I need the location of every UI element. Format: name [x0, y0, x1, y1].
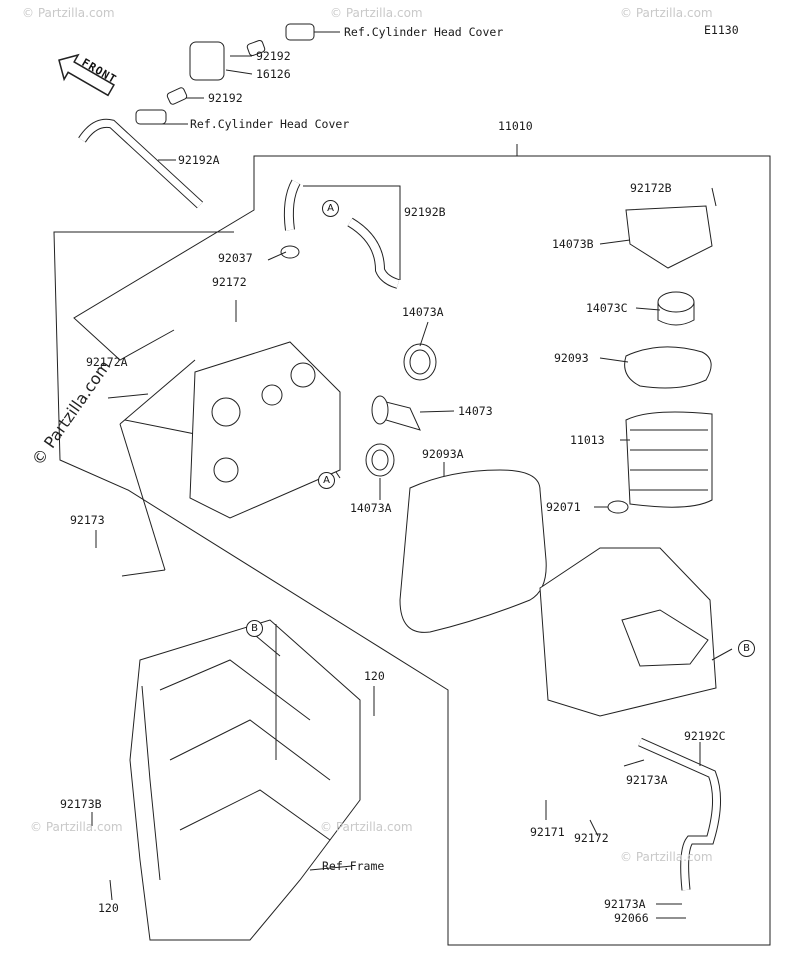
assembly-boundary-right: [53, 155, 771, 946]
watermark: © Partzilla.com: [22, 6, 115, 20]
callout-14073[interactable]: 14073: [458, 404, 493, 418]
callout-120[interactable]: 120: [364, 669, 385, 683]
callout-92066[interactable]: 92066: [614, 911, 649, 925]
filter-11013: [625, 411, 713, 508]
funnel-14073A-bot: [365, 443, 395, 477]
callout-92093[interactable]: 92093: [554, 351, 589, 365]
callout-92192B[interactable]: 92192B: [404, 205, 446, 219]
callout-92192C[interactable]: 92192C: [684, 729, 726, 743]
joint-16126: [189, 41, 225, 81]
callout-16126[interactable]: 16126: [256, 67, 291, 81]
gasket-92093A: [399, 469, 547, 633]
watermark: © Partzilla.com: [330, 6, 423, 20]
clamp-92037: [280, 245, 300, 259]
callout-92192[interactable]: 92192: [208, 91, 243, 105]
gasket-92093: [624, 346, 712, 389]
callout-92173B[interactable]: 92173B: [60, 797, 102, 811]
marker-b: B: [246, 620, 263, 637]
callout-92172[interactable]: 92172: [212, 275, 247, 289]
callout-92173A[interactable]: 92173A: [604, 897, 646, 911]
funnel-14073A-top: [403, 343, 437, 381]
callout-92172A[interactable]: 92172A: [86, 355, 128, 369]
callout-92037[interactable]: 92037: [218, 251, 253, 265]
callout-ref-frame[interactable]: Ref.Frame: [322, 859, 385, 873]
callout-92071[interactable]: 92071: [546, 500, 581, 514]
watermark: © Partzilla.com: [620, 6, 713, 20]
watermark: © Partzilla.com: [620, 850, 713, 864]
callout-92192A[interactable]: 92192A: [178, 153, 220, 167]
callout-120[interactable]: 120: [98, 901, 119, 915]
marker-b: B: [738, 640, 755, 657]
frame: [129, 619, 361, 941]
callout-92171[interactable]: 92171: [530, 825, 565, 839]
callout-92173[interactable]: 92173: [70, 513, 105, 527]
callout-14073A[interactable]: 14073A: [350, 501, 392, 515]
callout-92172[interactable]: 92172: [574, 831, 609, 845]
case-upper: [539, 547, 717, 717]
watermark: © Partzilla.com: [320, 820, 413, 834]
case-lower: [189, 341, 341, 519]
ring-14073C: [657, 291, 695, 313]
callout-ref-cylinder-head-cover[interactable]: Ref.Cylinder Head Cover: [190, 117, 350, 131]
callout-11010[interactable]: 11010: [498, 119, 533, 133]
marker-a: A: [318, 472, 335, 489]
hose-92192C: [638, 737, 722, 891]
marker-a: A: [322, 200, 339, 217]
callout-92172B[interactable]: 92172B: [630, 181, 672, 195]
callout-14073B[interactable]: 14073B: [552, 237, 594, 251]
callout-92192[interactable]: 92192: [256, 49, 291, 63]
grommet-92071: [607, 500, 629, 514]
cover-14073B: [625, 205, 713, 269]
callout-92093A[interactable]: 92093A: [422, 447, 464, 461]
front-arrow-icon: [58, 53, 115, 97]
watermark: © Partzilla.com: [30, 820, 123, 834]
callout-14073C[interactable]: 14073C: [586, 301, 628, 315]
callout-14073A[interactable]: 14073A: [402, 305, 444, 319]
callout-92173A[interactable]: 92173A: [626, 773, 668, 787]
callout-11013[interactable]: 11013: [570, 433, 605, 447]
diagram-code: E1130: [704, 23, 739, 37]
callout-ref-cylinder-head-cover[interactable]: Ref.Cylinder Head Cover: [344, 25, 504, 39]
